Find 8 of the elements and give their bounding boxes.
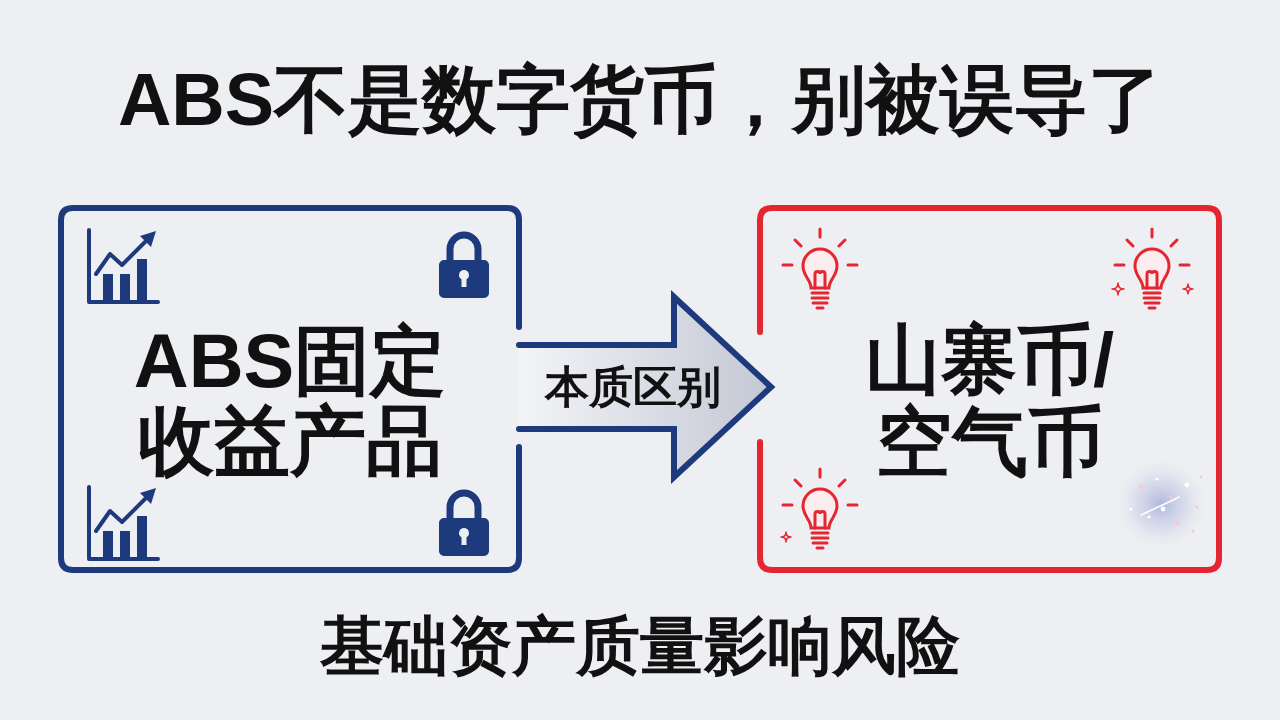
caption: 基础资产质量影响风险 bbox=[320, 609, 960, 684]
node-label: 山寨币/空气币 bbox=[863, 319, 1116, 484]
title: ABS不是数字货币，别被误导了 bbox=[117, 57, 1163, 143]
node-label: ABS固定收益产品 bbox=[132, 321, 448, 481]
block-arrow bbox=[516, 290, 776, 484]
edge-label: 本质区别 bbox=[545, 361, 721, 413]
coin-box bbox=[757, 205, 1222, 573]
product-box bbox=[58, 205, 522, 573]
